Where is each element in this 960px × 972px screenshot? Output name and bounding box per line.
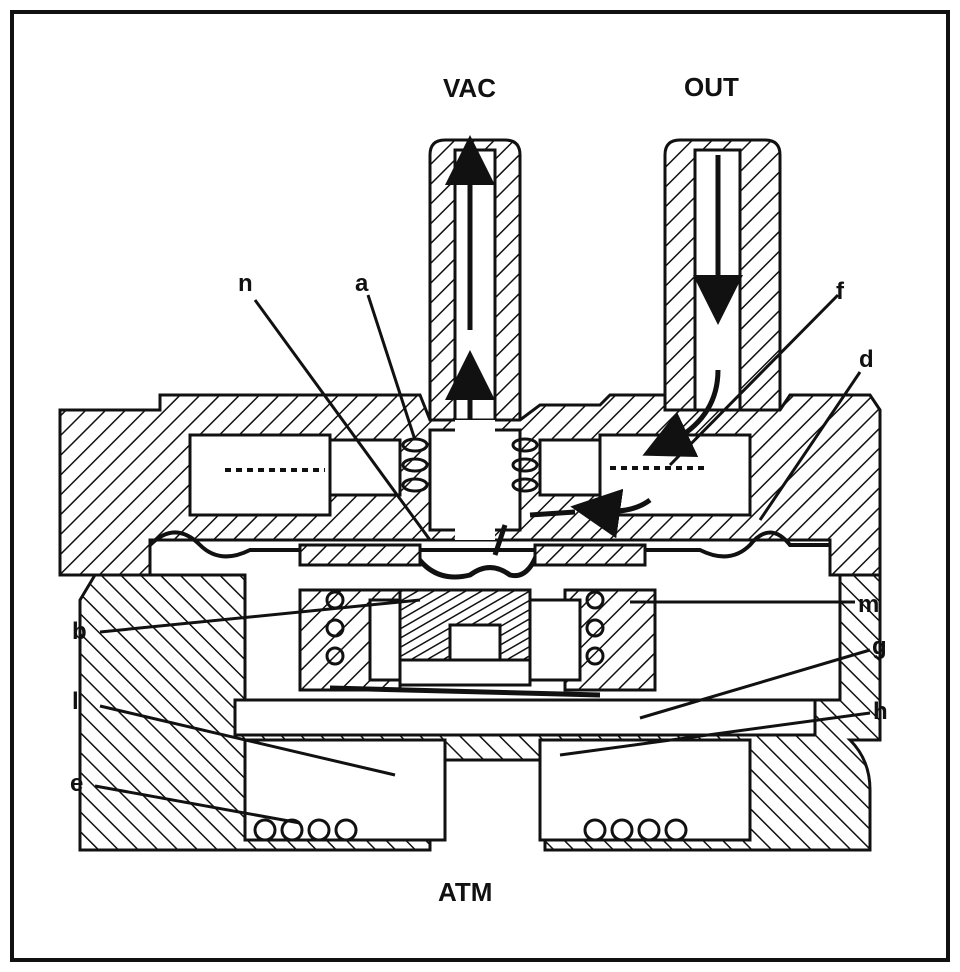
vac-tube	[428, 138, 522, 442]
lower-housing	[78, 573, 882, 852]
callout-f: f	[836, 278, 844, 305]
center-cup	[298, 588, 657, 692]
valve-seat	[407, 543, 543, 580]
callout-e: e	[70, 770, 84, 797]
vac-port-label: VAC	[443, 73, 496, 103]
upper-diaphragm	[148, 530, 830, 559]
callout-leaders	[94, 293, 871, 825]
callout-n: n	[238, 270, 253, 297]
callout-l: l	[72, 688, 79, 715]
callout-g: g	[872, 633, 887, 660]
atm-port-label: ATM	[438, 877, 493, 907]
callout-b: b	[72, 618, 87, 645]
outer-border	[10, 10, 950, 962]
out-port-label: OUT	[684, 72, 739, 102]
spring-plate	[329, 685, 601, 698]
callout-m: m	[858, 591, 880, 618]
callout-a: a	[355, 270, 369, 297]
flow-arrows	[445, 135, 743, 556]
callout-d: d	[859, 346, 874, 373]
main-spring	[325, 590, 605, 666]
bottom-coils	[253, 818, 688, 842]
callout-h: h	[873, 698, 888, 725]
